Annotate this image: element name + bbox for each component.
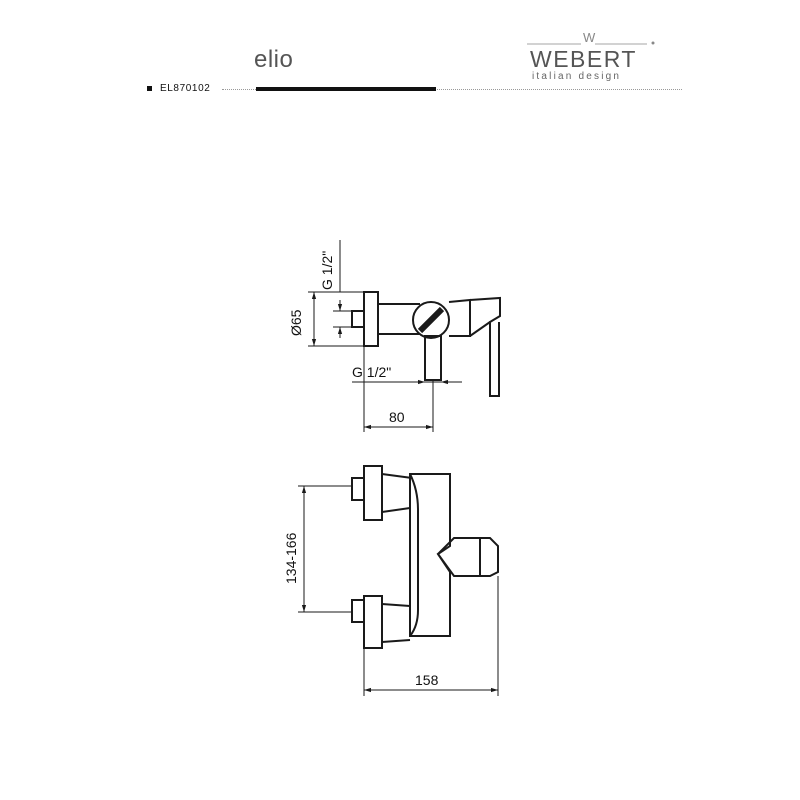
dim-thread-horizontal-label: G 1/2" (352, 364, 391, 380)
product-title: elio (254, 46, 294, 73)
front-lever-head (436, 537, 499, 577)
dim-centers-label: 134-166 (283, 532, 299, 584)
front-body-curve (409, 473, 419, 637)
front-bottom-stub (351, 599, 365, 623)
dim-diameter-label: Ø65 (288, 309, 304, 336)
brand-tagline: italian design (532, 71, 622, 82)
top-lever (469, 296, 501, 397)
top-dimensions (308, 240, 462, 432)
top-inlet-stub (351, 310, 365, 328)
brand-mark-icon: W (527, 30, 655, 45)
top-body-lines (378, 303, 420, 335)
header-dotted-rule (222, 89, 682, 90)
top-body-right (448, 298, 471, 337)
brand-name: WEBERT (530, 46, 637, 72)
dim-depth-label: 80 (389, 409, 405, 425)
front-bottom-flange (363, 595, 383, 649)
header-thick-rule (256, 87, 436, 91)
product-code-row: EL870102 (147, 83, 210, 94)
top-lever-link (469, 321, 491, 337)
bullet-square-icon (147, 86, 152, 91)
front-top-flange (363, 465, 383, 521)
dim-thread-vertical-label: G 1/2" (319, 251, 335, 290)
front-view (351, 465, 499, 649)
front-bottom-connector (381, 603, 411, 643)
dim-width-label: 158 (415, 672, 439, 688)
product-code: EL870102 (160, 83, 211, 94)
top-outlet-nozzle (424, 335, 442, 381)
brand-logo: W WEBERT italian design (527, 28, 657, 88)
front-top-connector (381, 473, 413, 513)
top-cartridge-circle (412, 301, 450, 339)
brand-mark-letter: W (583, 30, 596, 45)
front-top-stub (351, 477, 365, 501)
top-view (351, 291, 501, 397)
front-body (409, 473, 451, 637)
top-wall-flange (363, 291, 379, 347)
top-cartridge-slot (417, 306, 445, 334)
front-dimensions (298, 485, 499, 696)
